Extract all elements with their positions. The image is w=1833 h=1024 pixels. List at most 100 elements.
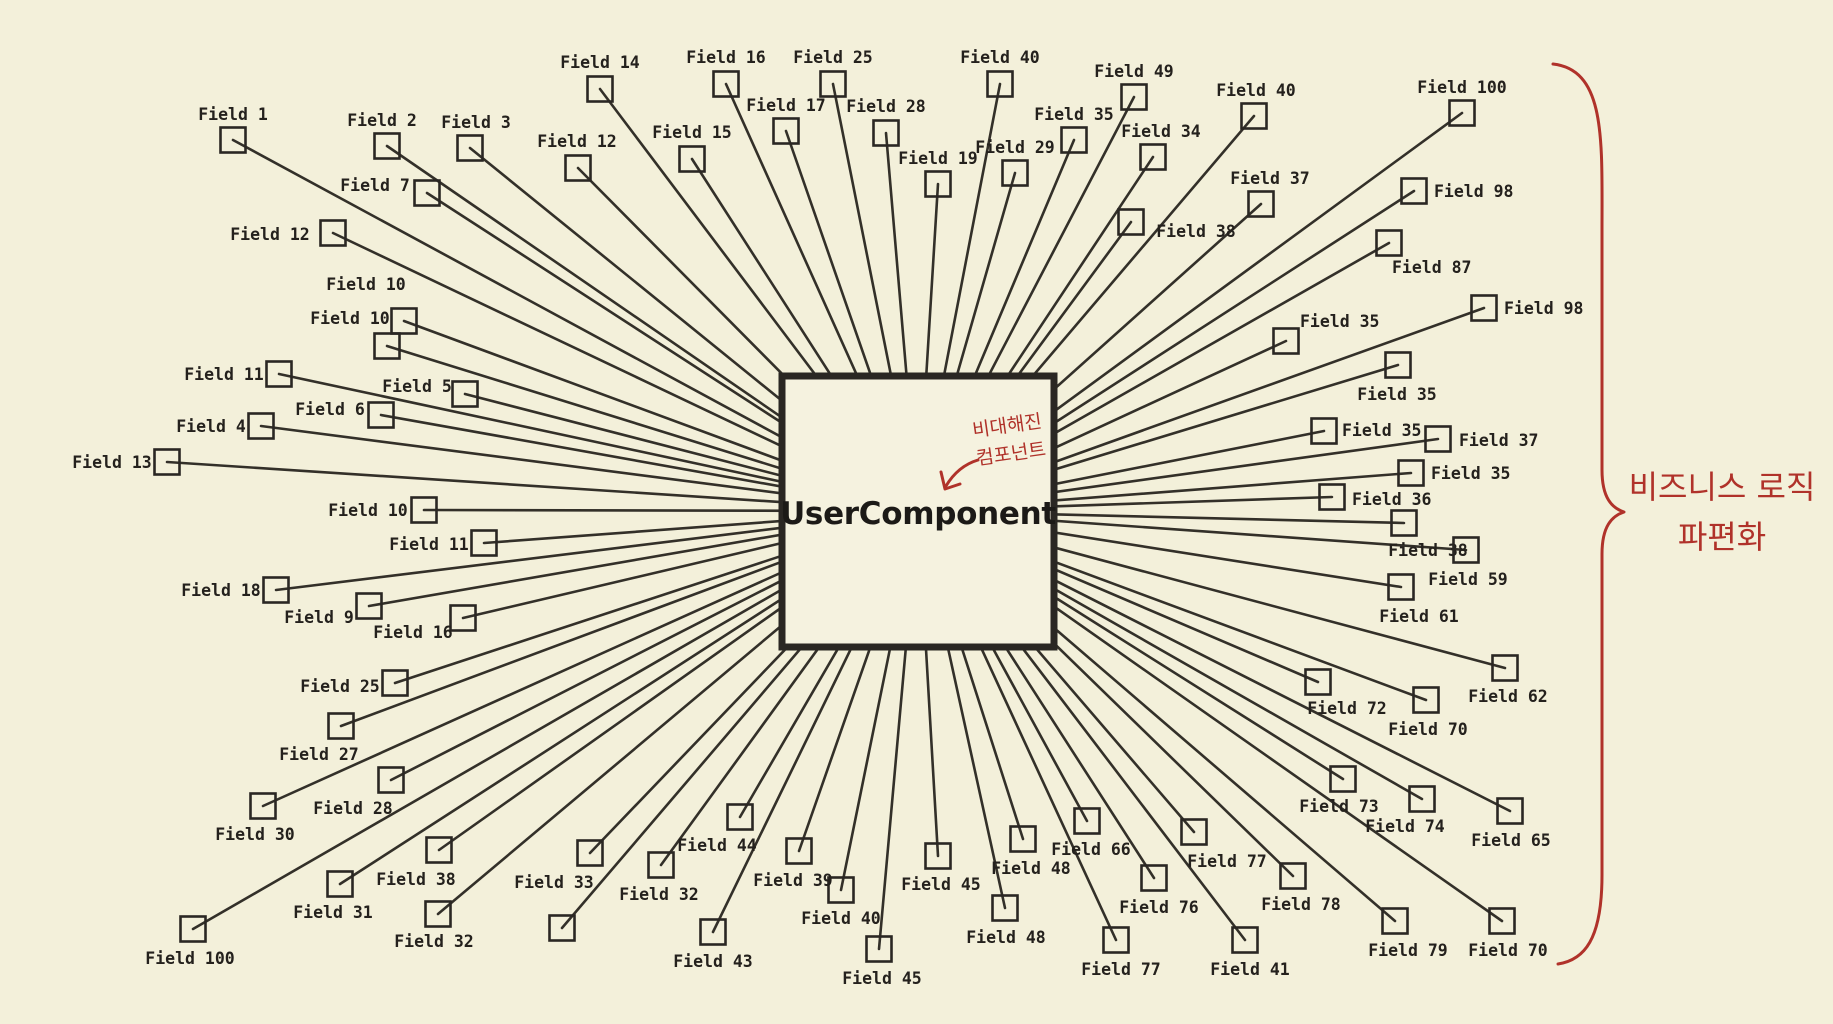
field-node: Field 37 (1424, 425, 1538, 453)
field-node: Field 25 (793, 48, 873, 98)
field-box (1060, 126, 1088, 154)
field-box (1397, 459, 1425, 487)
field-box (1231, 926, 1259, 954)
field-label: Field 44 (677, 836, 757, 855)
connection-line (274, 518, 848, 592)
connection-line (402, 319, 852, 488)
field-box (1424, 425, 1452, 453)
field-label: Field 6 (295, 400, 365, 419)
field-node: Field 1 (198, 105, 268, 154)
field-box (1329, 765, 1357, 793)
field-box (827, 876, 855, 904)
field-label: Field 70 (1468, 941, 1547, 960)
field-node: Field 31 (293, 870, 373, 922)
field-node: Field 35 (1310, 417, 1421, 445)
field-label: Field 98 (1434, 182, 1513, 201)
field-label: Field 45 (901, 875, 980, 894)
connection-line (989, 514, 1468, 552)
field-node: Field 40 (960, 48, 1040, 98)
field-box (179, 915, 207, 943)
field-node: Field 11 (184, 360, 293, 388)
field-label: Field 16 (373, 623, 453, 642)
field-node: Field 45 (901, 842, 981, 894)
field-node: Field 38 (376, 836, 456, 889)
field-label: Field 77 (1187, 852, 1266, 871)
connection-line (379, 413, 848, 500)
field-label: Field 19 (898, 149, 977, 168)
field-box (712, 70, 740, 98)
field-node: Field 28 (846, 97, 926, 147)
field-box (865, 935, 893, 963)
field-box (991, 894, 1019, 922)
field-node: Field 74 (1365, 785, 1445, 836)
field-node: Field 65 (1471, 797, 1551, 850)
field-box (1240, 102, 1268, 130)
field-box (262, 576, 290, 604)
field-node: Field 48 (966, 894, 1046, 947)
field-node: Field 19 (898, 149, 978, 198)
connection-line (422, 508, 847, 513)
field-box (678, 145, 706, 173)
user-component-box (778, 372, 1058, 651)
field-node: Field 98 (1470, 294, 1583, 322)
field-box (1139, 143, 1167, 171)
field-label: Field 18 (181, 581, 260, 600)
connection-line (984, 306, 1486, 488)
field-label: Field 39 (753, 871, 832, 890)
field-node: Field 10 (310, 309, 401, 360)
field-box (1310, 417, 1338, 445)
field-node: Field 32 (619, 851, 699, 904)
field-label: Field 70 (1388, 720, 1467, 739)
field-box (924, 842, 952, 870)
user-component: UserComponent (778, 372, 1058, 651)
field-label: Field 40 (960, 48, 1039, 67)
field-label: Field 36 (1352, 490, 1432, 509)
field-node: Field 70 (1388, 686, 1468, 739)
field-label: Field 5 (382, 377, 452, 396)
field-node: Field 33 (514, 839, 604, 892)
field-box (1408, 785, 1436, 813)
field-label: Field 14 (560, 53, 640, 72)
field-box (1375, 229, 1403, 257)
field-node: Field 7 (340, 176, 441, 207)
field-node: Field 2 (347, 111, 417, 160)
field-node: Field 27 (279, 712, 359, 764)
field-label: Field 66 (1051, 840, 1131, 859)
field-label: Field 38 (1156, 222, 1235, 241)
connection-line (986, 528, 1507, 670)
field-box (1318, 483, 1346, 511)
field-box (872, 119, 900, 147)
side-label-line-1: 비즈니스 로직 (1629, 468, 1816, 506)
field-node: Field 5 (382, 377, 479, 408)
field-label: Field 30 (215, 825, 294, 844)
field-node: Field 39 (753, 837, 833, 890)
field-label: Field 11 (184, 365, 264, 384)
field-node: Field 34 (1121, 122, 1201, 171)
field-node: Field 43 (673, 918, 753, 971)
field-node: Field 44 (677, 803, 757, 855)
field-node: Field 10 (328, 496, 438, 524)
field-node: Field 12 (537, 132, 617, 182)
field-label: Field 62 (1468, 687, 1547, 706)
field-node: Field 32 (394, 900, 474, 951)
field-box (326, 870, 354, 898)
connection-line (988, 437, 1440, 503)
field-label: Field 32 (394, 932, 473, 951)
user-component-label: UserComponent (780, 496, 1056, 532)
field-node: Field 100 (1417, 78, 1507, 127)
field-label: Field 10 (310, 309, 389, 328)
field-box (381, 669, 409, 697)
field-node: Field 41 (1210, 926, 1290, 979)
field-box (1384, 351, 1412, 379)
connection-line (976, 551, 1504, 923)
field-node: Field 76 (1119, 864, 1199, 917)
field-node: Field 48 (991, 825, 1071, 878)
field-label: Field 16 (686, 48, 766, 67)
field-label: Field 35 (1431, 464, 1510, 483)
field-label: Field 28 (313, 799, 392, 818)
field-node: Field 78 (1261, 862, 1341, 914)
field-box (1488, 907, 1516, 935)
field-label: Field 31 (293, 903, 373, 922)
field-node: Field 15 (652, 123, 732, 173)
field-box (1400, 177, 1428, 205)
